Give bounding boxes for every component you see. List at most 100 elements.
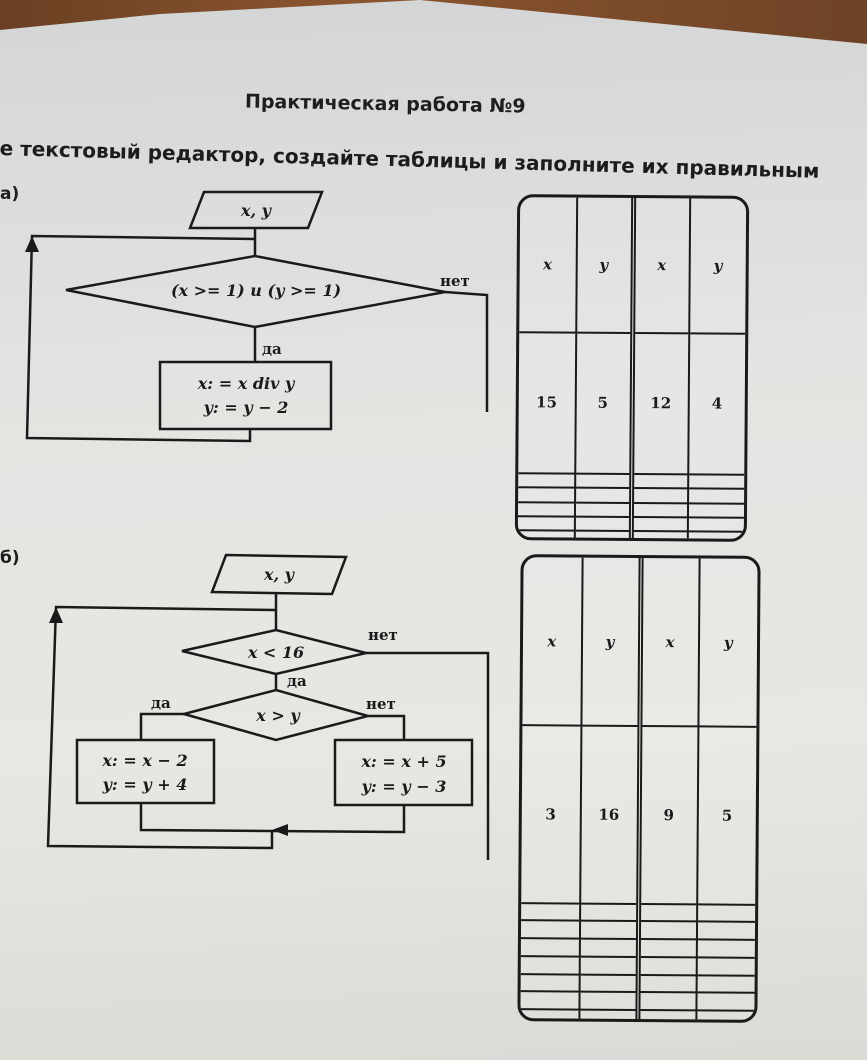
empty-cell[interactable] xyxy=(520,938,580,957)
empty-cell[interactable] xyxy=(696,939,755,958)
fc-b-no-branch-line xyxy=(368,714,406,740)
empty-cell[interactable] xyxy=(696,975,755,994)
empty-cell[interactable] xyxy=(631,474,688,489)
fc-a-action-1: x: = x div y xyxy=(197,374,296,393)
fc-a-yes-label: да xyxy=(262,340,282,358)
empty-cell[interactable] xyxy=(520,1009,579,1019)
table-header-cell: y xyxy=(688,198,747,334)
fc-a-action-box xyxy=(158,360,333,431)
empty-cell[interactable] xyxy=(637,939,697,958)
fc-a-input-box xyxy=(188,190,324,230)
empty-cell[interactable] xyxy=(517,501,575,517)
empty-cell[interactable] xyxy=(579,956,638,975)
empty-table-row xyxy=(518,487,745,504)
empty-cell[interactable] xyxy=(520,920,580,939)
empty-cell[interactable] xyxy=(630,516,688,532)
empty-table-row xyxy=(520,920,756,940)
empty-cell[interactable] xyxy=(631,488,688,503)
empty-cell[interactable] xyxy=(574,473,632,489)
empty-cell[interactable] xyxy=(687,502,745,518)
fc-b-loop-line xyxy=(46,605,277,850)
table-header-cell: y xyxy=(697,558,758,728)
table-header-row: x y x y xyxy=(519,197,747,334)
fc-b-condition-2-yes: да xyxy=(151,694,171,712)
empty-table-row xyxy=(517,501,745,518)
table-cell: 12 xyxy=(631,332,689,475)
empty-table-row xyxy=(520,1009,755,1020)
empty-cell[interactable] xyxy=(517,530,575,538)
empty-cell[interactable] xyxy=(638,903,697,922)
trace-table-a: x y x y 15 5 12 4 xyxy=(514,194,750,542)
empty-cell[interactable] xyxy=(696,904,756,923)
empty-cell[interactable] xyxy=(574,516,631,531)
empty-cell[interactable] xyxy=(574,530,631,538)
empty-cell[interactable] xyxy=(574,487,632,503)
fc-a-loop-line xyxy=(25,234,256,443)
table-row: 15 5 12 4 xyxy=(518,331,746,476)
fc-b-condition-1-no: нет xyxy=(368,626,398,644)
empty-cell[interactable] xyxy=(579,938,638,957)
empty-table-row xyxy=(518,473,745,490)
empty-cell[interactable] xyxy=(578,991,638,1011)
empty-cell[interactable] xyxy=(520,956,580,975)
empty-cell[interactable] xyxy=(687,517,744,532)
empty-cell[interactable] xyxy=(687,474,745,490)
table-cell: 5 xyxy=(696,726,757,905)
empty-table-row xyxy=(517,530,744,539)
empty-cell[interactable] xyxy=(637,974,697,993)
fc-a-action-2: y: = y − 2 xyxy=(203,398,289,417)
table-cell: 3 xyxy=(521,725,581,904)
table-header-row: x y x y xyxy=(522,557,758,728)
fc-b-condition-2-no: нет xyxy=(366,695,396,713)
empty-cell[interactable] xyxy=(518,473,575,488)
table-row: 3 16 9 5 xyxy=(521,725,757,905)
empty-cell[interactable] xyxy=(579,974,638,993)
empty-cell[interactable] xyxy=(518,487,575,503)
empty-cell[interactable] xyxy=(520,973,580,992)
table-header-cell: x xyxy=(632,198,690,333)
empty-table-row xyxy=(520,973,755,994)
empty-cell[interactable] xyxy=(687,488,745,504)
fc-b-yes-branch-line xyxy=(139,712,184,740)
empty-cell[interactable] xyxy=(696,921,756,940)
empty-cell[interactable] xyxy=(517,515,575,531)
empty-cell[interactable] xyxy=(687,531,744,539)
empty-table-row xyxy=(517,515,744,532)
fc-a-exit-line xyxy=(444,290,489,412)
empty-cell[interactable] xyxy=(696,957,755,976)
fc-b-merge-arrow-head xyxy=(272,824,288,836)
empty-table-row xyxy=(520,991,755,1011)
fc-a-condition-text: (x >= 1) и (y >= 1) xyxy=(171,281,341,300)
empty-cell[interactable] xyxy=(637,956,697,976)
table-header-cell: x xyxy=(519,197,577,333)
fc-b-condition-2-text: x > y xyxy=(255,706,301,725)
empty-cell[interactable] xyxy=(574,502,632,517)
empty-cell[interactable] xyxy=(630,530,688,539)
empty-cell[interactable] xyxy=(637,992,697,1011)
fc-b-right-action-2: y: = y − 3 xyxy=(361,777,447,796)
table-cell: 4 xyxy=(687,332,746,476)
empty-cell[interactable] xyxy=(521,902,580,922)
fc-b-input-box xyxy=(210,553,348,596)
empty-cell[interactable] xyxy=(579,903,639,922)
empty-cell[interactable] xyxy=(579,921,639,940)
fc-b-left-action-2: y: = y + 4 xyxy=(102,775,188,794)
empty-table-row xyxy=(520,938,755,958)
empty-cell[interactable] xyxy=(578,1009,638,1019)
empty-cell[interactable] xyxy=(695,1010,755,1020)
empty-cell[interactable] xyxy=(637,921,697,940)
empty-cell[interactable] xyxy=(637,1010,696,1020)
empty-cell[interactable] xyxy=(695,992,755,1011)
fc-a-loop-arrow-head xyxy=(25,236,39,252)
trace-table-b: x y x y 3 16 9 5 xyxy=(517,554,761,1023)
fc-a-no-label: нет xyxy=(440,272,470,290)
table-cell: 9 xyxy=(638,726,698,905)
table-header-cell: y xyxy=(580,557,641,727)
table-header-cell: x xyxy=(639,558,700,727)
table-header-cell: y xyxy=(575,197,634,333)
empty-cell[interactable] xyxy=(520,991,580,1010)
empty-cell[interactable] xyxy=(630,502,688,518)
